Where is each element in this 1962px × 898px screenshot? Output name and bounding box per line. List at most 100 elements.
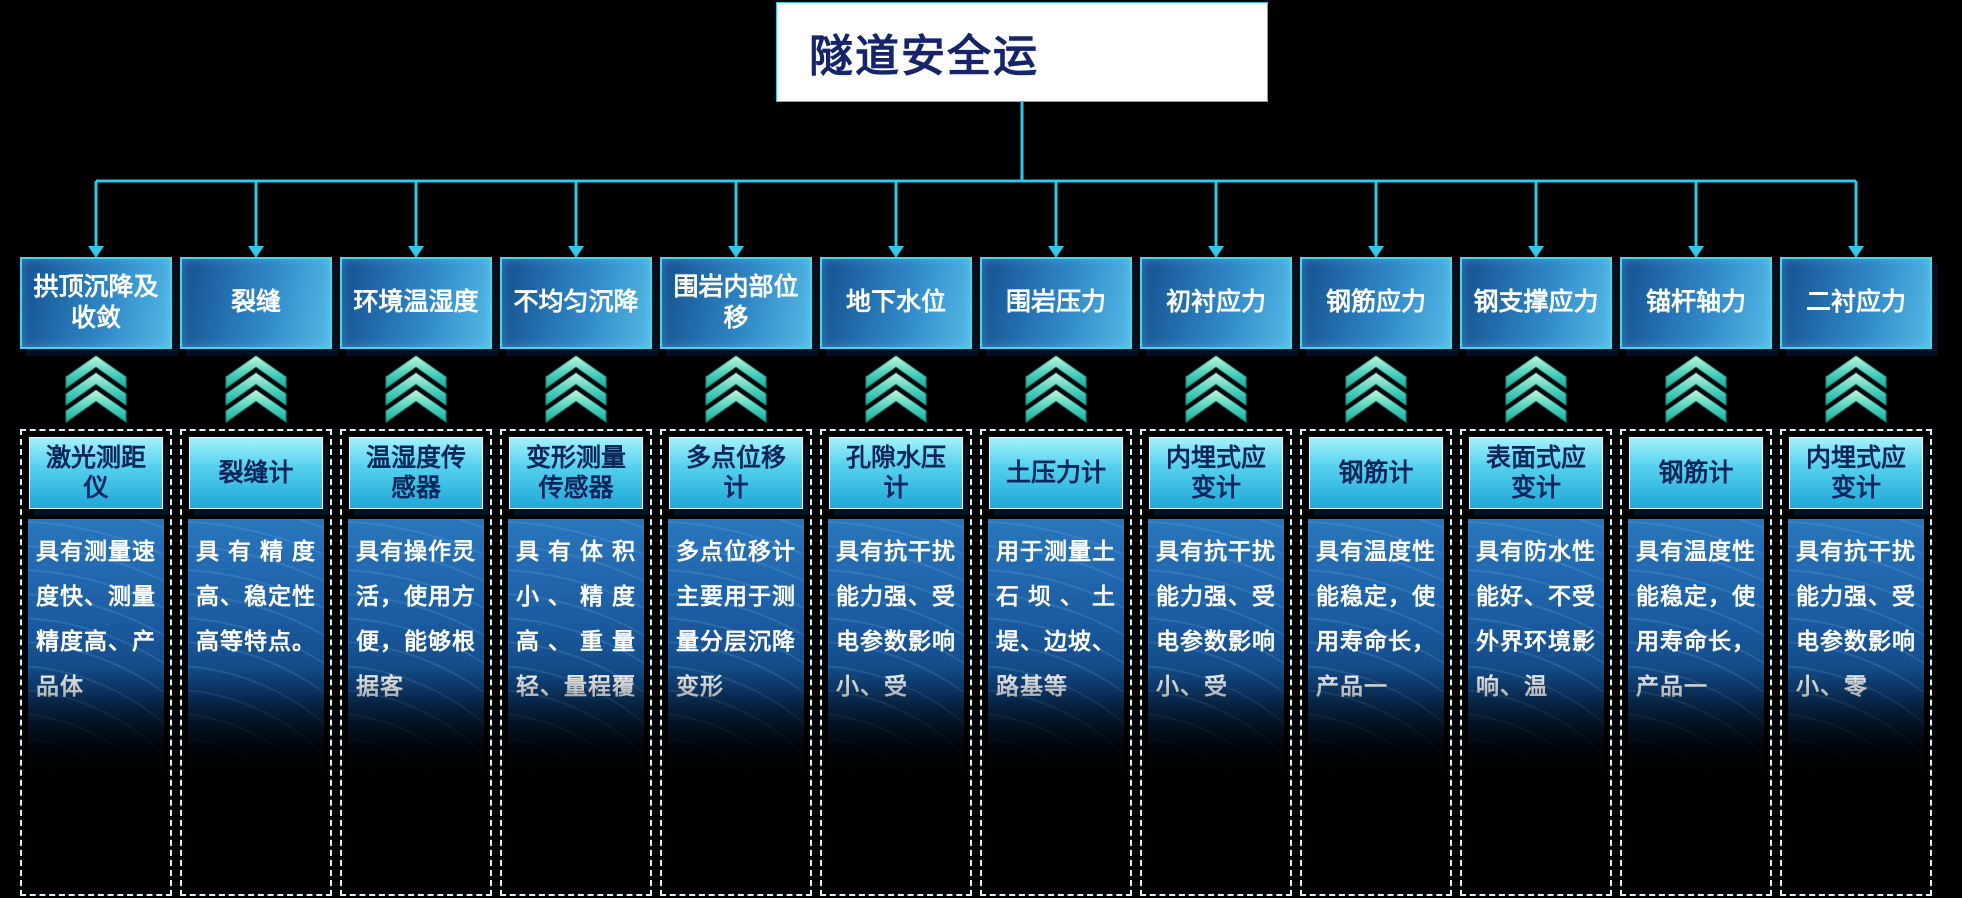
- category-label: 钢支撑应力: [1473, 288, 1599, 317]
- instrument-description: 多点位移计主要用于测量分层沉降变形: [676, 538, 796, 699]
- instrument-name: 温湿度传感器: [349, 437, 483, 509]
- instrument-description: 具有抗干扰能力强、受电参数影响小、零: [1796, 538, 1916, 699]
- instrument-panel: 钢筋计 具有温度性能稳定，使用寿命长，产品一: [1620, 429, 1772, 896]
- up-chevrons-icon: [20, 349, 172, 429]
- up-chevrons-icon: [660, 349, 812, 429]
- instrument-description: 具有抗干扰能力强、受电参数影响小、受: [836, 538, 956, 699]
- chevron-up-icon: [65, 355, 127, 424]
- chevron-up-icon: [1025, 355, 1087, 424]
- instrument-description: 具有精度高、稳定性高等特点。: [196, 538, 316, 654]
- chevron-up-icon: [1345, 355, 1407, 424]
- category-label: 围岩内部位移: [673, 272, 799, 332]
- instrument-description-area: 具有精度高、稳定性高等特点。: [188, 519, 324, 888]
- category-box: 初衬应力: [1140, 257, 1292, 349]
- category-label: 围岩压力: [1005, 288, 1106, 317]
- monitoring-column: 钢支撑应力 表面式应变计 具有防水性能好、不受外界环境影响、温: [1460, 257, 1612, 896]
- instrument-panel: 内埋式应变计 具有抗干扰能力强、受电参数影响小、零: [1780, 429, 1932, 896]
- columns-row: 拱顶沉降及收敛 激光测距仪 具有测量速度快、测量精度高、产品体 裂缝: [20, 257, 1942, 896]
- instrument-panel: 温湿度传感器 具有操作灵活，使用方便，能够根据客: [340, 429, 492, 896]
- instrument-name: 孔隙水压计: [829, 437, 963, 509]
- up-chevrons-icon: [180, 349, 332, 429]
- diagram-title: 隧道安全运: [809, 32, 1039, 81]
- category-label: 环境温湿度: [353, 288, 479, 317]
- up-chevrons-icon: [1620, 349, 1772, 429]
- monitoring-column: 裂缝 裂缝计 具有精度高、稳定性高等特点。: [180, 257, 332, 896]
- category-box: 拱顶沉降及收敛: [20, 257, 172, 349]
- instrument-description: 具有温度性能稳定，使用寿命长，产品一: [1316, 538, 1436, 699]
- category-box: 裂缝: [180, 257, 332, 349]
- chevron-up-icon: [225, 355, 287, 424]
- category-box: 环境温湿度: [340, 257, 492, 349]
- category-label: 二衬应力: [1805, 288, 1906, 317]
- instrument-panel: 土压力计 用于测量土石坝、土堤、边坡、路基等: [980, 429, 1132, 896]
- instrument-description: 具有操作灵活，使用方便，能够根据客: [356, 538, 476, 699]
- instrument-name: 钢筋计: [1629, 437, 1763, 509]
- up-chevrons-icon: [1300, 349, 1452, 429]
- chevron-up-icon: [545, 355, 607, 424]
- instrument-name: 钢筋计: [1309, 437, 1443, 509]
- instrument-description: 具有抗干扰能力强、受电参数影响小、受: [1156, 538, 1276, 699]
- instrument-name: 裂缝计: [189, 437, 323, 509]
- category-label: 初衬应力: [1165, 288, 1266, 317]
- up-chevrons-icon: [340, 349, 492, 429]
- category-box: 钢筋应力: [1300, 257, 1452, 349]
- instrument-panel: 孔隙水压计 具有抗干扰能力强、受电参数影响小、受: [820, 429, 972, 896]
- category-label: 锚杆轴力: [1645, 288, 1746, 317]
- category-label: 地下水位: [845, 288, 946, 317]
- instrument-description: 具有体积小、精度高、重量轻、量程覆: [516, 538, 636, 699]
- instrument-description: 用于测量土石坝、土堤、边坡、路基等: [996, 538, 1116, 699]
- monitoring-column: 二衬应力 内埋式应变计 具有抗干扰能力强、受电参数影响小、零: [1780, 257, 1932, 896]
- category-label: 不均匀沉降: [513, 288, 639, 317]
- category-box: 二衬应力: [1780, 257, 1932, 349]
- monitoring-column: 不均匀沉降 变形测量传感器 具有体积小、精度高、重量轻、量程覆: [500, 257, 652, 896]
- monitoring-column: 初衬应力 内埋式应变计 具有抗干扰能力强、受电参数影响小、受: [1140, 257, 1292, 896]
- instrument-description-area: 具有抗干扰能力强、受电参数影响小、零: [1788, 519, 1924, 888]
- monitoring-column: 围岩压力 土压力计 用于测量土石坝、土堤、边坡、路基等: [980, 257, 1132, 896]
- category-box: 不均匀沉降: [500, 257, 652, 349]
- up-chevrons-icon: [980, 349, 1132, 429]
- instrument-description: 具有测量速度快、测量精度高、产品体: [36, 538, 156, 699]
- monitoring-column: 围岩内部位移 多点位移计 多点位移计主要用于测量分层沉降变形: [660, 257, 812, 896]
- up-chevrons-icon: [1780, 349, 1932, 429]
- instrument-description-area: 具有操作灵活，使用方便，能够根据客: [348, 519, 484, 888]
- instrument-name: 内埋式应变计: [1789, 437, 1923, 509]
- instrument-name: 变形测量传感器: [509, 437, 643, 509]
- instrument-name: 激光测距仪: [29, 437, 163, 509]
- up-chevrons-icon: [820, 349, 972, 429]
- up-chevrons-icon: [1140, 349, 1292, 429]
- instrument-description-area: 具有抗干扰能力强、受电参数影响小、受: [1148, 519, 1284, 888]
- category-box: 地下水位: [820, 257, 972, 349]
- up-chevrons-icon: [1460, 349, 1612, 429]
- instrument-description: 具有温度性能稳定，使用寿命长，产品一: [1636, 538, 1756, 699]
- chevron-up-icon: [385, 355, 447, 424]
- instrument-name: 内埋式应变计: [1149, 437, 1283, 509]
- up-chevrons-icon: [500, 349, 652, 429]
- title-box: 隧道安全运: [776, 2, 1268, 102]
- instrument-description-area: 用于测量土石坝、土堤、边坡、路基等: [988, 519, 1124, 888]
- chevron-up-icon: [865, 355, 927, 424]
- instrument-description-area: 具有抗干扰能力强、受电参数影响小、受: [828, 519, 964, 888]
- chevron-up-icon: [1185, 355, 1247, 424]
- instrument-panel: 裂缝计 具有精度高、稳定性高等特点。: [180, 429, 332, 896]
- monitoring-column: 钢筋应力 钢筋计 具有温度性能稳定，使用寿命长，产品一: [1300, 257, 1452, 896]
- chevron-up-icon: [1505, 355, 1567, 424]
- instrument-name: 表面式应变计: [1469, 437, 1603, 509]
- category-box: 钢支撑应力: [1460, 257, 1612, 349]
- instrument-description-area: 具有防水性能好、不受外界环境影响、温: [1468, 519, 1604, 888]
- chevron-up-icon: [705, 355, 767, 424]
- instrument-panel: 变形测量传感器 具有体积小、精度高、重量轻、量程覆: [500, 429, 652, 896]
- instrument-description-area: 具有温度性能稳定，使用寿命长，产品一: [1308, 519, 1444, 888]
- instrument-description-area: 多点位移计主要用于测量分层沉降变形: [668, 519, 804, 888]
- instrument-description-area: 具有体积小、精度高、重量轻、量程覆: [508, 519, 644, 888]
- instrument-name: 多点位移计: [669, 437, 803, 509]
- category-label: 拱顶沉降及收敛: [33, 272, 159, 332]
- category-label: 钢筋应力: [1325, 288, 1426, 317]
- instrument-name: 土压力计: [989, 437, 1123, 509]
- instrument-panel: 激光测距仪 具有测量速度快、测量精度高、产品体: [20, 429, 172, 896]
- chevron-up-icon: [1825, 355, 1887, 424]
- instrument-description-area: 具有测量速度快、测量精度高、产品体: [28, 519, 164, 888]
- instrument-description-area: 具有温度性能稳定，使用寿命长，产品一: [1628, 519, 1764, 888]
- instrument-panel: 多点位移计 多点位移计主要用于测量分层沉降变形: [660, 429, 812, 896]
- chevron-up-icon: [1665, 355, 1727, 424]
